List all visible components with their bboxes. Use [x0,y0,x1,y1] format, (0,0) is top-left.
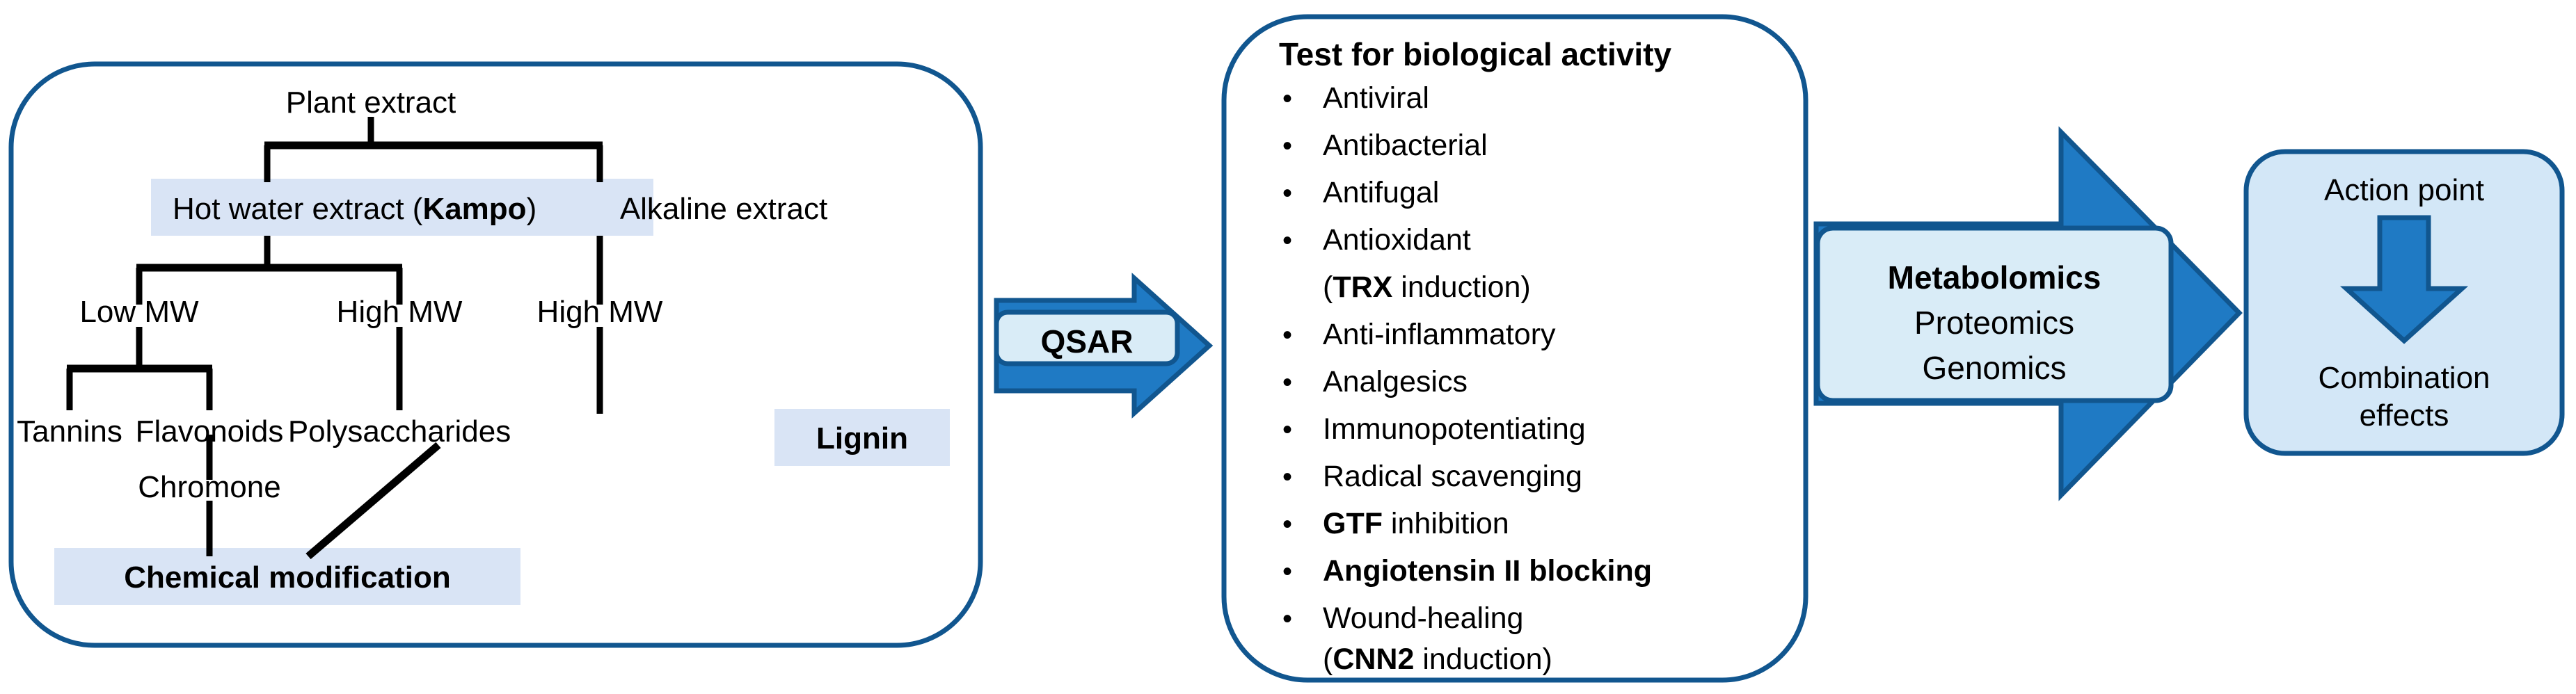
activity-item-9: Angiotensin II blocking [1323,554,1652,588]
bullet-icon: • [1282,131,1292,161]
activity-item-5: Analgesics [1323,365,1468,398]
label-alkaline-extract: Alkaline extract [620,192,827,226]
activity-list: • Antiviral • Antibacterial • Antifugal … [1282,81,1652,676]
label-flavonoids: Flavonoids [136,414,284,449]
activity-panel-border [1221,14,1808,683]
action-result-line-1: Combination [2318,361,2490,395]
bullet-icon: • [1282,83,1292,114]
bullet-icon: • [1282,556,1292,587]
activity-item-2: Antifugal [1323,176,1439,209]
label-tannins: Tannins [17,414,122,449]
activity-item-1: Antibacterial [1323,129,1488,162]
bullet-icon: • [1282,320,1292,350]
bullet-icon: • [1282,604,1292,634]
chemical-modification-highlight [54,548,520,605]
qsar-arrow[interactable]: QSAR [994,273,1214,419]
label-high-mw-kampo: High MW [337,295,463,329]
activity-item-8: GTF inhibition [1323,507,1509,540]
hot-water-highlight [151,179,653,236]
qsar-label-plate [994,309,1180,366]
bullet-icon: • [1282,367,1292,398]
qsar-label: QSAR [1041,323,1134,360]
label-low-mw: Low MW [79,295,199,329]
bullet-icon: • [1282,225,1292,256]
activity-panel-title: Test for biological activity [1279,36,1671,72]
activity-item-10-sub: (CNN2 induction) [1323,643,1552,676]
activity-item-10: Wound-healing [1323,602,1523,635]
down-arrow-icon [2339,215,2469,344]
omics-arrow[interactable]: Metabolomics Proteomics Genomics [1813,126,2243,501]
omics-label-plate [1815,225,2174,403]
activity-item-4: Anti-inflammatory [1323,318,1556,351]
action-panel-title: Action point [2324,173,2484,207]
omics-line-2: Genomics [1922,350,2066,386]
label-chemical-modification: Chemical modification [124,560,450,595]
activity-item-7: Radical scavenging [1323,460,1582,493]
label-chromone: Chromone [138,470,280,504]
activity-item-3: Antioxidant [1323,223,1471,257]
tree-connectors [66,117,603,560]
bullet-icon: • [1282,414,1292,445]
activity-item-0: Antiviral [1323,81,1429,115]
action-result-line-2: effects [2360,398,2449,433]
lignin-highlight [774,409,950,466]
label-plant-extract: Plant extract [286,86,456,120]
bullet-icon: • [1282,178,1292,209]
bullet-icon: • [1282,462,1292,492]
label-lignin: Lignin [816,421,908,455]
label-polysaccharides: Polysaccharides [288,414,511,449]
activity-item-3-sub: (TRX induction) [1323,271,1531,304]
label-hot-water-extract: Hot water extract (Kampo) [173,192,536,226]
omics-line-0: Metabolomics [1888,259,2101,296]
activity-item-6: Immunopotentiating [1323,412,1586,446]
bullet-icon: • [1282,509,1292,540]
omics-line-1: Proteomics [1914,305,2074,341]
label-high-mw-alkaline: High MW [537,295,663,329]
